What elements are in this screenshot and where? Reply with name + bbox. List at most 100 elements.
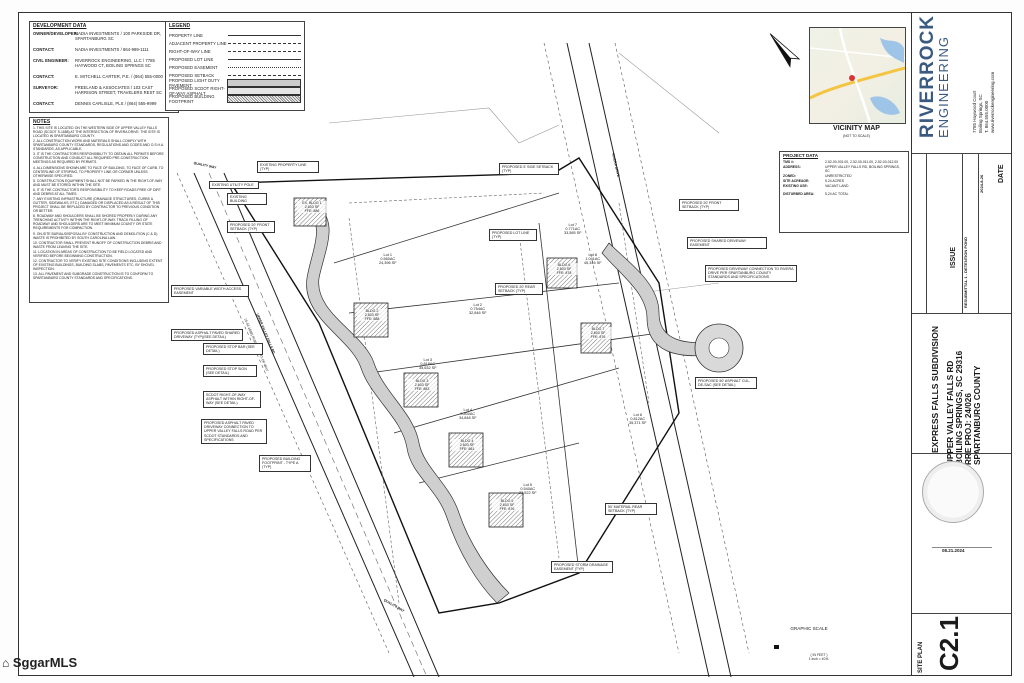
development-data-row: OWNER/DEVELOPER:NADIA INVESTMENTS / 100 … xyxy=(33,31,175,41)
development-data-value: RIVERROCK ENGINEERING, LLC / 7785 HAYWOO… xyxy=(75,58,155,68)
legend-row: PROPOSED LIGHT DUTY PAVEMENT xyxy=(169,78,301,88)
development-data-box: DEVELOPMENT DATA OWNER/DEVELOPER:NADIA I… xyxy=(29,21,179,113)
building-sf: 2,603 SF xyxy=(304,205,320,209)
project-data-row: EXISTING USE: VACANT LAND xyxy=(783,184,905,188)
graphic-scale-title: GRAPHIC SCALE xyxy=(790,626,828,631)
development-data-row: CONTACT:E. MITCHELL CARTER, P.E. / (864)… xyxy=(33,74,175,79)
site-plan-drawing xyxy=(176,42,779,677)
building-sf: 2,603 SF xyxy=(414,383,430,387)
project-data-rows: TMS #:2-52-00-001.00, 2-52-00-011.00, 2-… xyxy=(780,160,908,188)
callout-label: PROPOSED BUILDING FOOTPRINT - TYPE A (TY… xyxy=(259,455,311,472)
legend-row: PROPOSED SCDOT RIGHT-OF-WAY ASPHALT xyxy=(169,86,301,96)
adjacent-property-line xyxy=(328,107,560,144)
lot-name: Lot 5 xyxy=(523,483,532,487)
project-data-value: 5.24 ACRES xyxy=(825,179,845,183)
project-data-key: ZONED: xyxy=(783,174,796,178)
building-sf: 2,603 SF xyxy=(556,267,572,271)
graphic-scale-bar xyxy=(774,645,779,649)
project-number: RRE PROJ: 24/026 xyxy=(964,393,973,465)
legend-label: PROPOSED SETBACK xyxy=(169,72,215,78)
project-data-value: VACANT LAND xyxy=(825,184,849,188)
vicinity-map-title: VICINITY MAP xyxy=(833,125,880,132)
lot-area: 0.812AC xyxy=(630,417,646,421)
firm-name-line2: ENGINEERING xyxy=(936,35,951,138)
note-item: 3. IT IS THE CONTRACTORS RESPONSIBILITY … xyxy=(33,152,164,165)
firm-name-line1: RIVERROCK xyxy=(917,14,938,138)
note-item: 5. CONSTRUCTION EQUIPMENT SHALL NOT BE P… xyxy=(33,178,163,187)
lot-name: Lot 1 xyxy=(383,253,392,257)
date-value: 2024-8-26 xyxy=(979,174,984,193)
project-data-key: SITE ACREAGE: xyxy=(783,179,810,183)
development-data-value: FREELAND & ASSOCIATES / 103 CAST HARRISO… xyxy=(75,85,163,95)
legend-row: ADJACENT PROPERTY LINE xyxy=(169,39,301,47)
firm-contact: 7785 Haywood Court Boiling Springs, SC T… xyxy=(972,72,996,133)
building-sf: 2,603 SF xyxy=(499,503,515,507)
legend-swatch xyxy=(227,34,301,36)
development-data-row: CONTACT:NADIA INVESTMENTS / 864-999-1111 xyxy=(33,47,175,52)
note-item: 8. ROADWAY AND SHOULDERS SHALL BE SHORED… xyxy=(33,214,158,231)
project-data-row: ZONED:UNRESTRICTED xyxy=(783,174,905,178)
legend-row: PROPOSED BUILDING FOOTPRINT xyxy=(169,94,301,104)
development-data-value: NADIA INVESTMENTS / 864-999-1111 xyxy=(75,47,149,52)
issue-label: ISSUE xyxy=(950,246,957,268)
note-item: 9. ON-SITE BURIAL/DISPOSAL BY CONSTRUCTI… xyxy=(33,231,158,240)
legend-title: LEGEND xyxy=(169,23,191,29)
firm-web: www.riverrockengineering.com xyxy=(990,71,995,133)
address-line1: UPPER VALLEY FALLS RD xyxy=(946,360,955,465)
title-block: RIVERROCK ENGINEERING 7785 Haywood Court… xyxy=(911,13,1011,675)
issue-value: RESUBMITTAL 1 - DETENTION POND xyxy=(963,237,968,308)
legend-label: PROPOSED BUILDING FOOTPRINT xyxy=(169,94,215,104)
development-data-key: CIVIL ENGINEER: xyxy=(33,58,69,63)
project-name: EXPRESS FALLS SUBDIVISION xyxy=(930,325,940,453)
callout-label: 50' MATERIAL REAR SETBACK (TYP) xyxy=(605,503,657,516)
project-address: UPPER VALLEY FALLS RD BOILING SPRINGS, S… xyxy=(946,351,982,465)
notes-title: NOTES xyxy=(33,119,51,125)
legend-label: RIGHT-OF-WAY LINE xyxy=(169,48,211,54)
callout-label: EXISTING PROPERTY LINE (TYP) xyxy=(257,161,319,174)
mls-watermark: ⌂ SggarMLS xyxy=(2,655,77,670)
project-data-title: PROJECT DATA xyxy=(783,153,819,158)
north-arrow-icon xyxy=(769,33,801,68)
lot-sf: 24,396 SF xyxy=(379,261,397,265)
lot-name: Lot 6 xyxy=(633,413,642,417)
sheet-title: SITE PLAN xyxy=(918,641,924,673)
callout-label: PROPOSED 20' REAR SETBACK (TYP) xyxy=(495,283,543,296)
legend-label: PROPOSED LOT LINE xyxy=(169,56,214,62)
callout-label: PROPOSED ASPHALT PAVED SHARED DRIVEWAY (… xyxy=(171,329,243,342)
callout-label: PROPOSED STOP BAR (SEE DETAIL) xyxy=(203,343,263,356)
vicinity-map-subtitle: (NOT TO SCALE) xyxy=(843,134,870,138)
callout-label: PROPOSED 5' SIDE SETBACK (TYP) xyxy=(499,163,559,176)
legend-swatch xyxy=(227,50,301,52)
note-item: 1. THIS SITE IS LOCATED ON THE WESTERN S… xyxy=(33,126,160,138)
callout-label: PROPOSED 50' ASPHALT CUL-DE-SAC (SEE DET… xyxy=(695,377,757,390)
legend-swatch xyxy=(227,66,301,68)
callout-label: PROPOSED SHARED DRIVEWAY EASEMENT xyxy=(687,237,767,250)
lot-area: 1.041AC xyxy=(585,257,601,261)
project-data-key: TMS #: xyxy=(783,160,795,164)
project-data-box: PROJECT DATA TMS #:2-52-00-001.00, 2-52-… xyxy=(779,151,909,233)
development-data-key: CONTACT: xyxy=(33,101,55,106)
building-sf: 2,603 SF xyxy=(590,331,606,335)
lot-sf: 35,371 SF xyxy=(629,421,647,425)
building-name: BLDG 6 xyxy=(557,263,571,267)
lot-area: 0.540AC xyxy=(520,487,536,491)
lot-area: 0.771AC xyxy=(565,227,581,231)
legend-label: PROPOSED EASEMENT xyxy=(169,64,218,70)
legend-label: PROPOSED SCDOT RIGHT-OF-WAY ASPHALT xyxy=(169,86,225,96)
building-name: BLDG 2 xyxy=(365,309,379,313)
building-ffe: FFE: 878 xyxy=(556,271,572,275)
disturbed-area-label: DISTURBED AREA: xyxy=(783,192,815,196)
site-boundary xyxy=(229,157,680,614)
legend-swatch xyxy=(226,79,301,87)
lot-sf: 34,848 SF xyxy=(459,416,477,420)
legend-swatch xyxy=(226,87,301,95)
project-data-key: EXISTING USE: xyxy=(783,184,808,188)
